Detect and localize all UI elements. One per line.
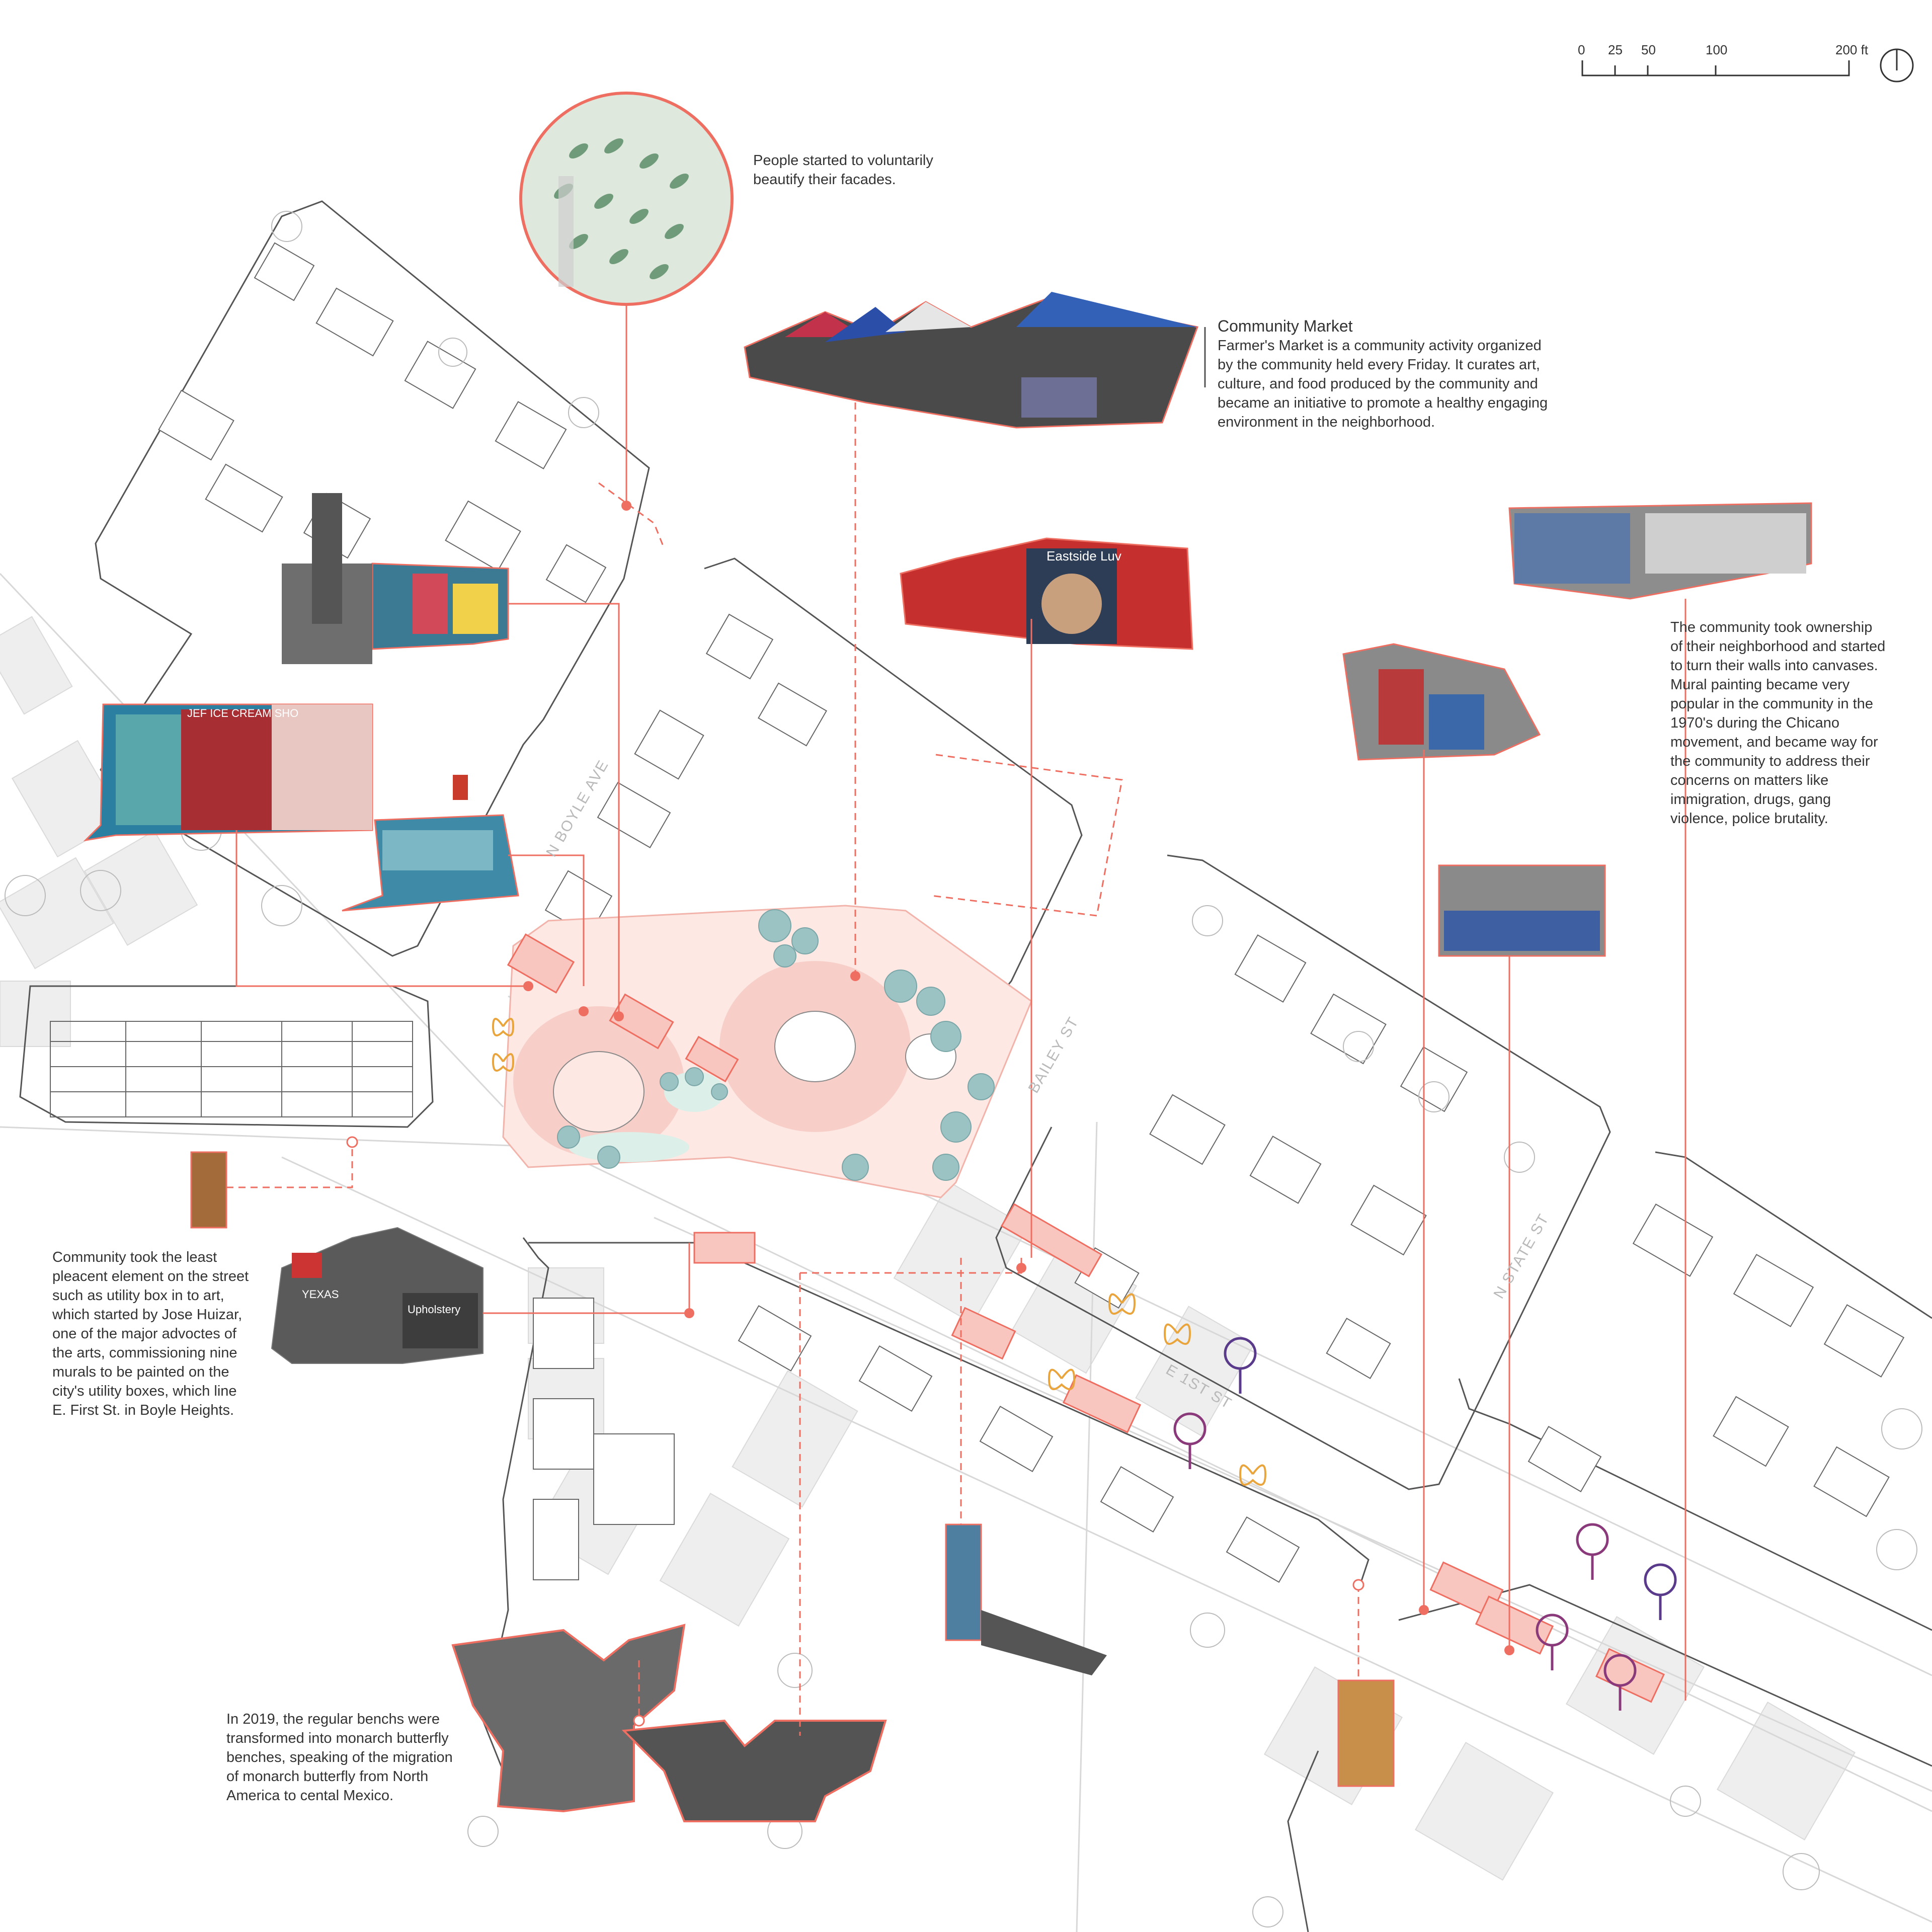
photo-ice-cream-shop	[83, 703, 373, 842]
callout-rings	[346, 1136, 1364, 1727]
rowhouse-elevation	[50, 1021, 413, 1117]
facade-detail-magnifier	[519, 92, 734, 306]
photo-cafe	[342, 775, 519, 912]
highlighted-frontages	[507, 933, 1665, 1703]
callout-leaders	[226, 304, 1686, 1736]
annotation-murals: The community took ownership of their ne…	[1670, 619, 1886, 827]
callout-dots	[523, 501, 1514, 1655]
annotation-utility-boxes: Community took the least pleacent elemen…	[52, 1249, 249, 1418]
sign-upholstery: Upholstery	[408, 1303, 461, 1316]
photo-corner-shop	[1342, 643, 1541, 761]
scale-tick-50: 50	[1641, 42, 1656, 57]
scale-tick-25: 25	[1608, 42, 1623, 57]
flower-sculptures	[1173, 1337, 1677, 1711]
photo-utility-box-art-center	[945, 1523, 1107, 1675]
annotation-butterfly-benches: In 2019, the regular benchs were transfo…	[226, 1711, 453, 1804]
photo-utility-box-art-left	[190, 1151, 227, 1229]
scale-tick-200: 200 ft	[1835, 42, 1869, 57]
building-footprints	[158, 242, 1905, 1583]
street-trees	[5, 211, 1922, 1927]
annotation-facades: People started to voluntarily beautify t…	[753, 152, 933, 188]
sign-ice-cream-shop: JEF ICE CREAM SHO	[187, 707, 299, 719]
annotation-community-market: Community Market Farmer's Market is a co…	[1218, 317, 1548, 430]
photo-butterfly-bench-left	[451, 1624, 686, 1813]
sign-eastside-luv: Eastside Luv	[1046, 548, 1121, 564]
photo-facades-northwest	[282, 493, 509, 664]
sign-texas: YEXAS	[302, 1288, 339, 1301]
photo-storefront-mural	[1438, 864, 1606, 957]
scale-tick-0: 0	[1578, 42, 1585, 57]
butterfly-markers	[492, 1018, 1267, 1486]
photo-eastside-luv-mural	[900, 537, 1193, 650]
north-arrow-icon	[1880, 48, 1914, 83]
photo-hollenbeck-mural	[1508, 502, 1812, 600]
photo-butterfly-bench-right	[621, 1719, 887, 1822]
scale-tick-100: 100	[1706, 42, 1728, 57]
photo-farmers-market	[744, 292, 1199, 429]
photo-upholstery-building	[271, 1227, 484, 1364]
annotation-market-title: Community Market	[1218, 317, 1353, 335]
photo-utility-box-art-right	[1337, 1679, 1395, 1787]
mariachi-plaza	[502, 905, 1032, 1198]
trees	[557, 909, 995, 1181]
scale-bar	[1581, 60, 1850, 76]
